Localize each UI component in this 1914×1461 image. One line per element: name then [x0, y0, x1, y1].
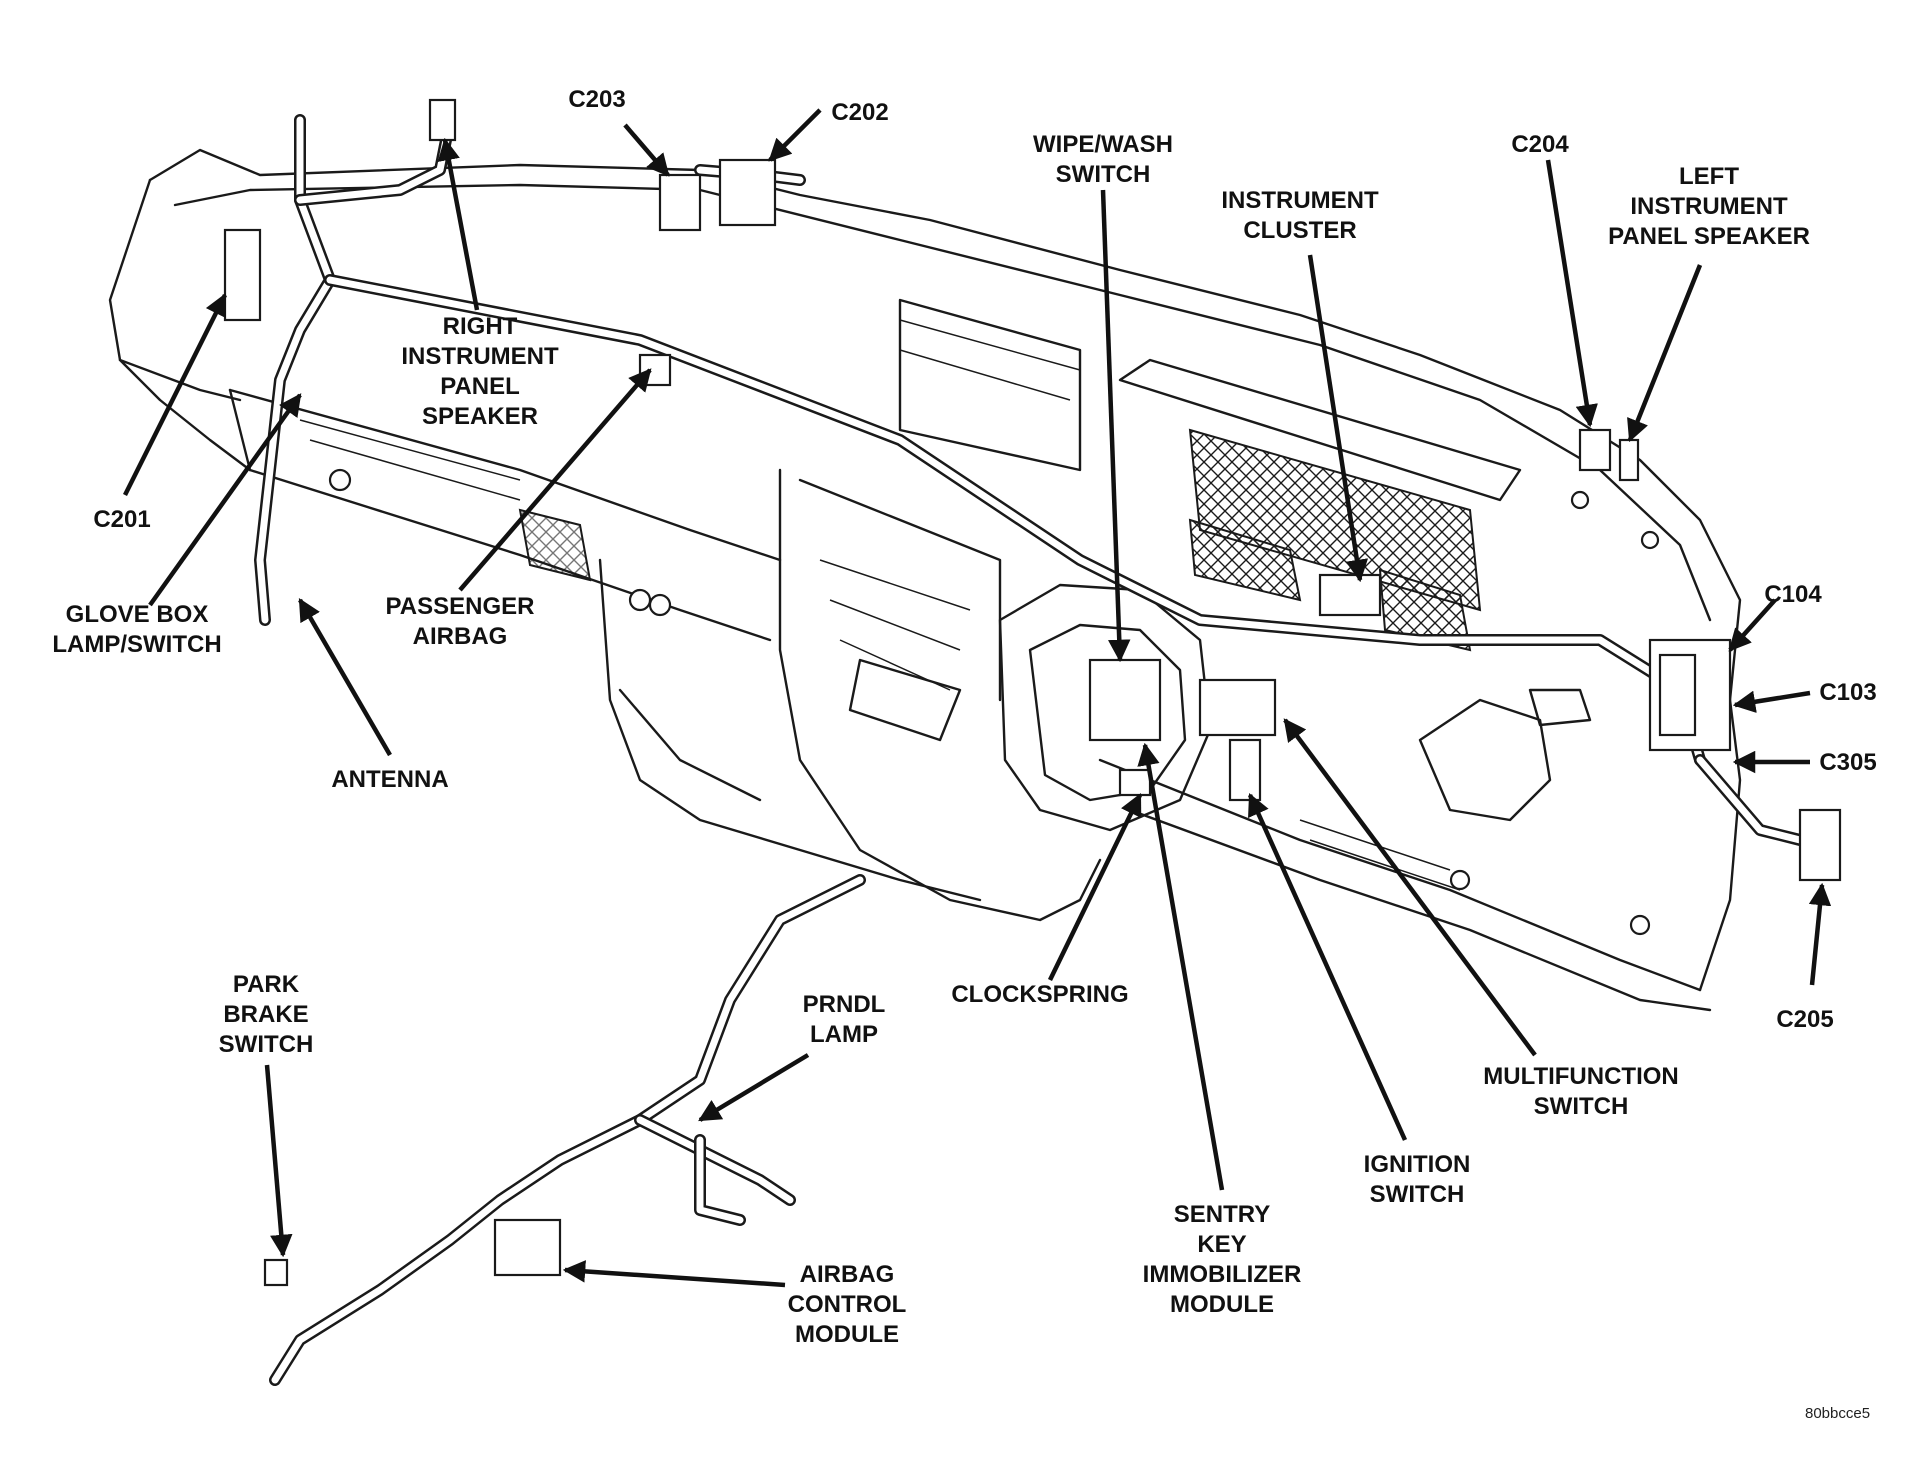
- leader-lines: [122, 108, 1832, 1288]
- label-c305: C305: [1819, 749, 1877, 776]
- label-clockspring: CLOCKSPRING: [951, 981, 1129, 1008]
- label-c103: C103: [1819, 679, 1877, 706]
- label-c201: C201: [93, 506, 151, 533]
- label-c203: C203: [568, 86, 626, 113]
- label-c205: C205: [1776, 1006, 1834, 1033]
- label-c104: C104: [1764, 581, 1822, 608]
- dashboard-body: [108, 148, 1742, 1012]
- label-antenna: ANTENNA: [331, 766, 449, 793]
- figure-code: 80bbcce5: [1805, 1405, 1871, 1422]
- label-c202: C202: [831, 99, 889, 126]
- label-c204: C204: [1511, 131, 1569, 158]
- wiring-harness: [254, 114, 1826, 1386]
